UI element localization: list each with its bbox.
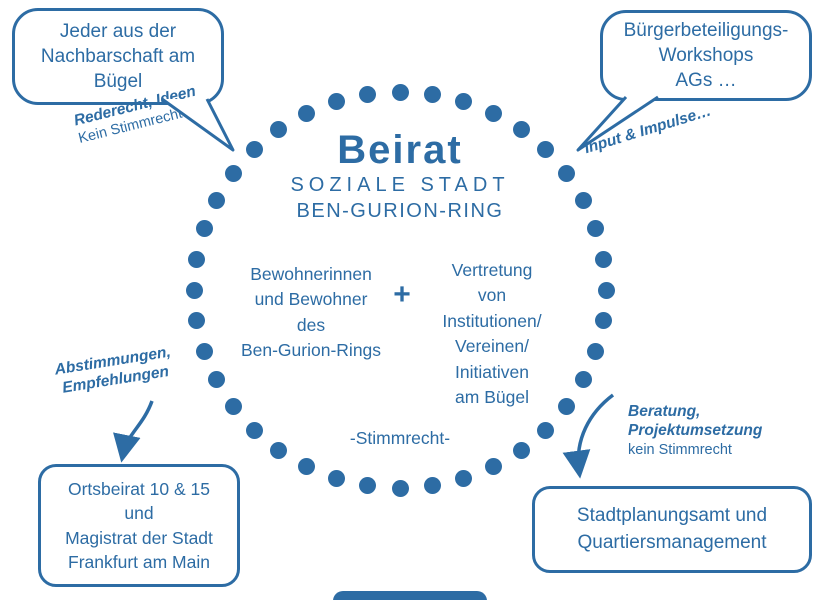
- ring-dot: [245, 141, 263, 159]
- ring-dot: [270, 441, 288, 459]
- ring-dot: [587, 220, 605, 238]
- ring-dot: [245, 421, 263, 439]
- ring-dot: [327, 469, 345, 487]
- speech-bubble-workshops: Bürgerbeteiligungs- Workshops AGs …: [600, 10, 812, 101]
- ring-dot: [455, 469, 473, 487]
- note-beratung-regular: kein Stimmrecht: [628, 441, 732, 458]
- ring-dot: [558, 397, 576, 415]
- ring-dot: [537, 141, 555, 159]
- ring-dot: [537, 421, 555, 439]
- ring-dot: [185, 281, 203, 299]
- ring-dot: [423, 477, 441, 495]
- ring-dot: [224, 165, 242, 183]
- note-input-impulse-bold: Input & Impulse…: [582, 102, 714, 158]
- note-beratung-bold: Beratung, Projektumsetzung: [628, 403, 763, 440]
- ring-dot: [558, 165, 576, 183]
- note-beratung: Beratung, Projektumsetzung kein Stimmrec…: [628, 402, 798, 459]
- ring-dot: [188, 312, 206, 330]
- ring-dot: [485, 457, 503, 475]
- ring-dot: [270, 121, 288, 139]
- ring-dot: [423, 85, 441, 103]
- ring-dot: [195, 220, 213, 238]
- note-input-impulse: Input & Impulse…: [582, 96, 731, 158]
- ring-dot: [587, 342, 605, 360]
- speech-bubble-neighbourhood: Jeder aus der Nachbarschaft am Bügel: [12, 8, 224, 105]
- voting-right-label: -Stimmrecht-: [349, 428, 451, 448]
- ring-dot: [594, 250, 612, 268]
- ring-dot: [224, 397, 242, 415]
- ring-dot: [207, 191, 225, 209]
- arrow-to-ortsbeirat-icon: [113, 400, 154, 463]
- box-stadtplanungsamt: Stadtplanungsamt und Quartiersmanagement: [532, 486, 812, 573]
- diagram-subtitle-2: BEN-GURION-RING: [296, 200, 504, 222]
- arrow-to-stadtplanungsamt-icon: [562, 393, 615, 479]
- ring-dot: [391, 83, 409, 101]
- ring-dot: [207, 371, 225, 389]
- ring-dot: [512, 121, 530, 139]
- ring-dot: [327, 93, 345, 111]
- note-abstimmungen-bold: Abstimmungen, Empfehlungen: [53, 343, 172, 398]
- box-ortsbeirat-magistrat: Ortsbeirat 10 & 15 und Magistrat der Sta…: [38, 464, 240, 587]
- ring-dot: [359, 85, 377, 103]
- ring-dot: [594, 312, 612, 330]
- bottom-partial-element: [333, 591, 487, 600]
- plus-sign: +: [393, 278, 411, 311]
- ring-dot: [359, 477, 377, 495]
- ring-dot: [297, 457, 315, 475]
- members-residents-text: Bewohnerinnen und Bewohner des Ben-Gurio…: [240, 264, 382, 361]
- members-institutions-text: Vertretung von Institutionen/ Vereinen/ …: [442, 260, 542, 407]
- ring-dot: [195, 342, 213, 360]
- ring-dot: [391, 479, 409, 497]
- diagram-subtitle-1: SOZIALE STADT: [290, 174, 510, 196]
- ring-dot: [575, 371, 593, 389]
- ring-dot: [297, 105, 315, 123]
- note-abstimmungen: Abstimmungen, Empfehlungen: [46, 341, 182, 400]
- ring-dot: [455, 93, 473, 111]
- ring-dot: [188, 250, 206, 268]
- ring-dot: [485, 105, 503, 123]
- ring-dot: [597, 281, 615, 299]
- ring-dot: [575, 191, 593, 209]
- diagram-title: Beirat: [337, 128, 463, 172]
- ring-dot: [512, 441, 530, 459]
